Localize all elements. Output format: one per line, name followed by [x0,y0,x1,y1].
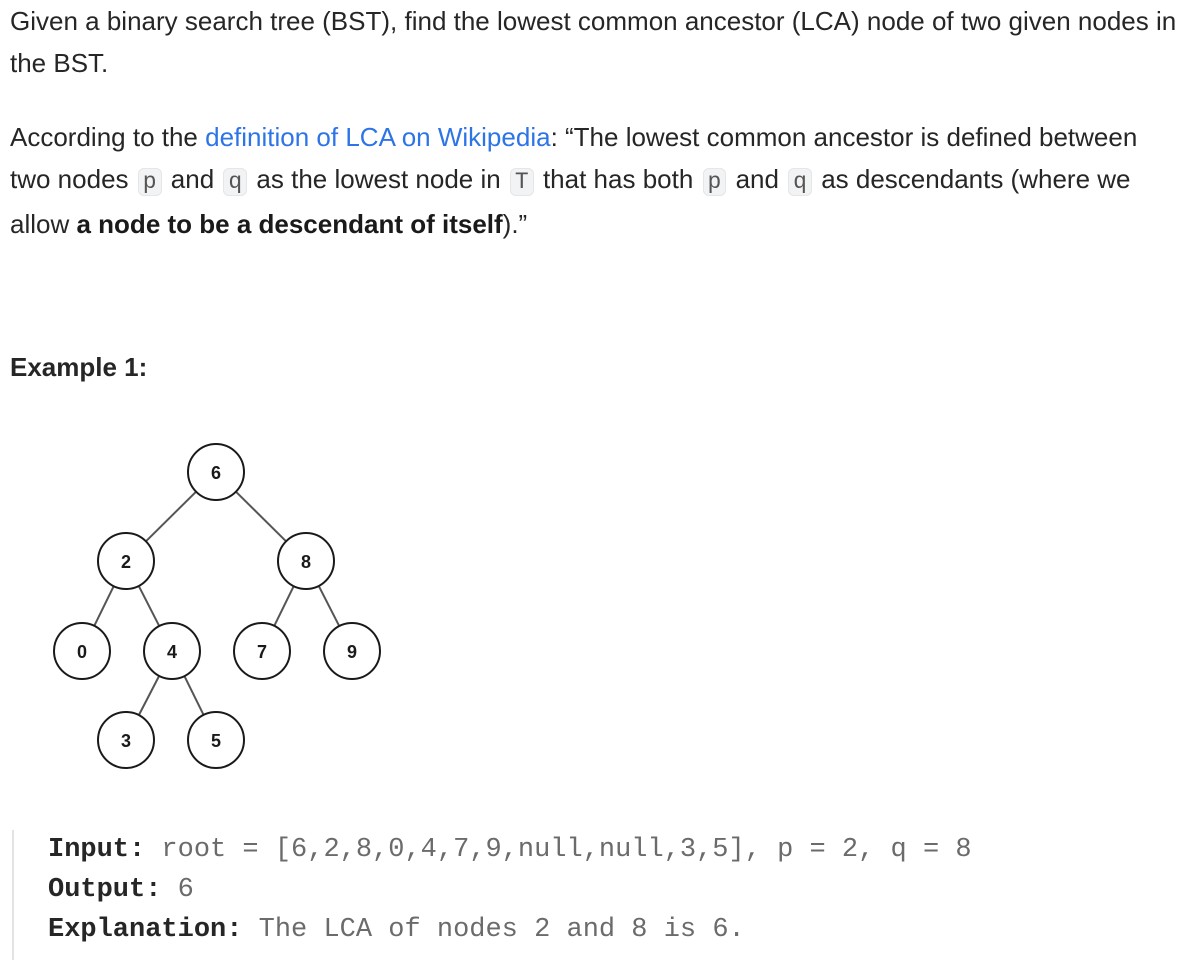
code-q-2: q [788,168,812,196]
tree-node-2: 2 [97,532,155,590]
tree-edge-2-4 [137,585,161,627]
definition-text-2: as the lowest node in [249,164,508,194]
definition-prefix: According to the [10,122,206,152]
tree-node-label: 6 [211,463,221,483]
tree-node-8: 8 [277,532,335,590]
tree-node-circle [323,622,381,680]
tree-node-6: 6 [187,443,245,501]
code-p-2: p [702,168,727,196]
definition-end: ).” [502,209,528,239]
code-p: p [137,168,162,196]
tree-edge-8-9 [317,585,341,627]
tree-node-circle [53,622,111,680]
tree-node-label: 3 [121,731,131,751]
definition-text-4: as descendants (where we allow [10,164,1131,239]
tree-node-circle [97,711,155,769]
tree-node-label: 2 [121,552,131,572]
code-t: T [509,168,534,196]
output-label: Output: [48,875,162,905]
tree-edge-4-3 [137,675,161,716]
tree-edge-2-0 [93,585,115,627]
tree-edge-6-2 [145,490,197,543]
tree-node-5: 5 [187,711,245,769]
definition-paragraph: According to the definition of LCA on Wi… [10,116,1180,245]
definition-and-1: and [163,164,222,194]
wikipedia-link[interactable]: definition of LCA on Wikipedia [205,122,551,152]
tree-node-circle [277,532,335,590]
code-q: q [223,168,248,196]
input-label: Input: [48,835,146,865]
definition-and-2: and [728,164,787,194]
tree-node-4: 4 [143,622,201,680]
tree-node-label: 5 [211,731,221,751]
example-io-block: Input: root = [6,2,8,0,4,7,9,null,null,3… [12,830,1172,960]
explanation-label: Explanation: [48,915,243,945]
output-line: Output: 6 [48,870,1172,910]
tree-node-circle [187,443,245,501]
tree-node-3: 3 [97,711,155,769]
tree-node-9: 9 [323,622,381,680]
tree-node-label: 9 [347,642,357,662]
tree-node-circle [187,711,245,769]
tree-edge-4-5 [183,675,205,716]
input-value: root = [6,2,8,0,4,7,9,null,null,3,5], p … [145,835,972,865]
tree-node-circle [233,622,291,680]
tree-node-label: 4 [167,642,177,662]
definition-text-3: that has both [535,164,701,194]
tree-node-label: 7 [257,642,267,662]
explanation-line: Explanation: The LCA of nodes 2 and 8 is… [48,910,1172,950]
tree-node-7: 7 [233,622,291,680]
definition-bold: a node to be a descendant of itself [76,209,503,239]
example-title: Example 1: [10,352,148,382]
tree-edge-8-7 [273,585,295,627]
tree-node-label: 0 [77,642,87,662]
tree-node-circle [143,622,201,680]
output-value: 6 [161,875,194,905]
tree-edge-6-8 [235,490,287,543]
input-line: Input: root = [6,2,8,0,4,7,9,null,null,3… [48,830,1172,870]
explanation-value: The LCA of nodes 2 and 8 is 6. [242,915,745,945]
definition-text-1: : “The lowest common ancestor is defined… [10,122,1138,194]
bst-diagram: 6 2 8 0 4 7 9 3 5 [53,443,381,769]
tree-node-circle [97,532,155,590]
intro-paragraph: Given a binary search tree (BST), find t… [10,6,1177,78]
tree-node-0: 0 [53,622,111,680]
tree-node-label: 8 [301,552,311,572]
